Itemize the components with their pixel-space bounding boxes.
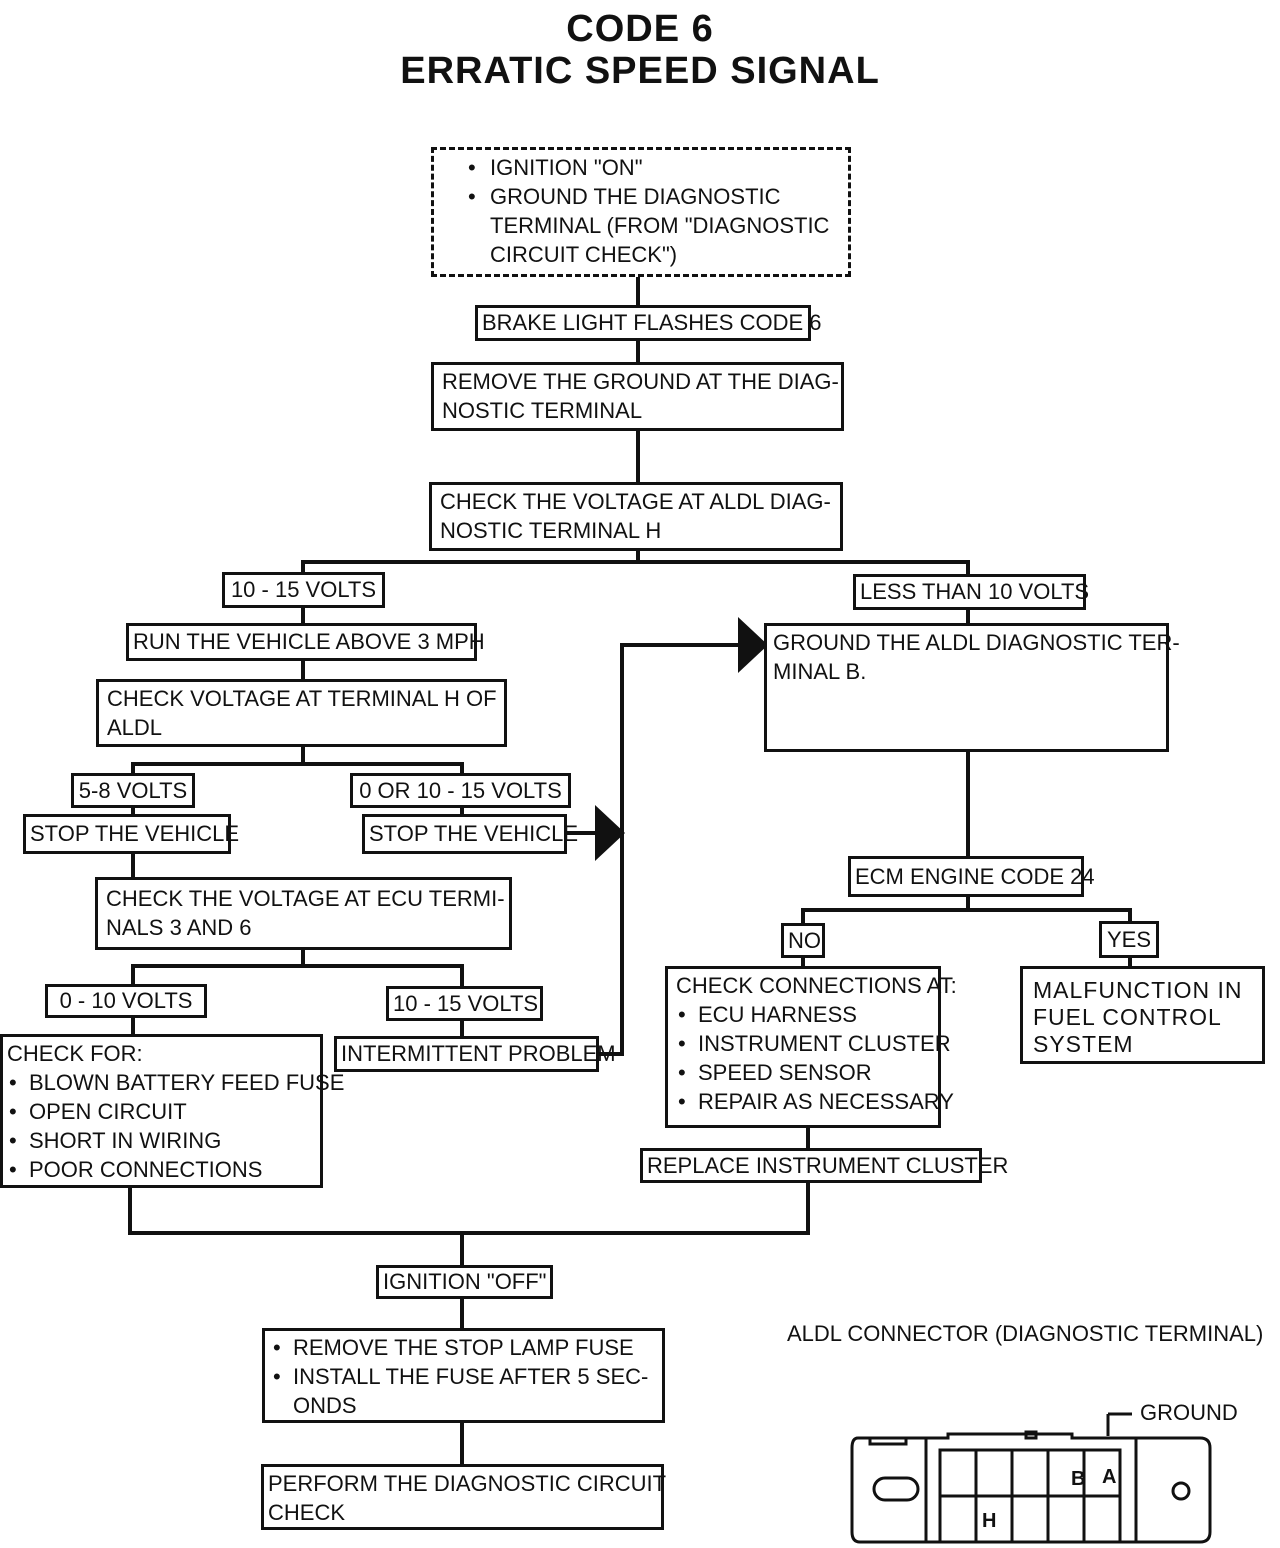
ground-terminal-b-line2: MINAL B. (773, 659, 867, 684)
check-terminal-h-box: CHECK VOLTAGE AT TERMINAL H OF ALDL (96, 679, 507, 747)
volts-10-15-label: 10 - 15 VOLTS (222, 572, 385, 608)
check-for-item: POOR CONNECTIONS (7, 1155, 316, 1184)
run-vehicle-box: RUN THE VEHICLE ABOVE 3 MPH (126, 623, 485, 661)
pin-b-label: B (1071, 1468, 1086, 1490)
remove-ground-line2: NOSTIC TERMINAL (442, 398, 643, 423)
fuse-item-remove: REMOVE THE STOP LAMP FUSE (293, 1335, 634, 1360)
stop-lamp-fuse-box: •REMOVE THE STOP LAMP FUSE •INSTALL THE … (262, 1328, 665, 1423)
check-for-item: OPEN CIRCUIT (7, 1097, 316, 1126)
connector-caption: ALDL CONNECTOR (DIAGNOSTIC TERMINAL) (787, 1321, 1264, 1346)
check-aldl-box: CHECK THE VOLTAGE AT ALDL DIAG- NOSTIC T… (429, 482, 843, 551)
brake-light-box: BRAKE LIGHT FLASHES CODE 6 (475, 305, 821, 341)
ground-label: GROUND (1140, 1400, 1238, 1425)
perform-line2: CHECK (268, 1500, 346, 1525)
fuse-item-install-line1: INSTALL THE FUSE AFTER 5 SEC- (293, 1364, 649, 1389)
malfunction-line3: SYSTEM (1033, 1031, 1134, 1057)
check-terminal-h-line2: ALDL (107, 715, 163, 740)
check-ecu-line2: NALS 3 AND 6 (106, 915, 252, 940)
malfunction-box: MALFUNCTION IN FUEL CONTROL SYSTEM (1020, 966, 1265, 1064)
perform-circuit-check-box: PERFORM THE DIAGNOSTIC CIRCUIT CHECK (261, 1464, 667, 1530)
intermittent-problem-box: INTERMITTENT PROBLEM (334, 1036, 616, 1072)
stop-vehicle-box-left: STOP THE VEHICLE (23, 814, 239, 854)
check-connections-item: INSTRUMENT CLUSTER (676, 1029, 951, 1058)
check-aldl-line1: CHECK THE VOLTAGE AT ALDL DIAG- (440, 489, 831, 514)
precondition-item-ground-line1: GROUND THE DIAGNOSTIC (490, 184, 781, 209)
ignition-off-box: IGNITION "OFF" (376, 1265, 553, 1299)
stop-vehicle-box-right: STOP THE VEHICLE (362, 814, 578, 854)
volts-0-or-10-15-label: 0 OR 10 - 15 VOLTS (350, 773, 571, 808)
page-subtitle: ERRATIC SPEED SIGNAL (400, 50, 880, 92)
check-connections-item: SPEED SENSOR (676, 1058, 930, 1087)
fuse-item-install-line2: ONDS (293, 1393, 357, 1418)
ground-terminal-b-box: GROUND THE ALDL DIAGNOSTIC TER- MINAL B. (764, 623, 1180, 752)
check-ecu-box: CHECK THE VOLTAGE AT ECU TERMI- NALS 3 A… (95, 877, 512, 950)
check-connections-title: CHECK CONNECTIONS AT: (676, 973, 957, 998)
pin-a-label: A (1102, 1466, 1117, 1488)
replace-cluster-box: REPLACE INSTRUMENT CLUSTER (640, 1148, 1008, 1183)
check-terminal-h-line1: CHECK VOLTAGE AT TERMINAL H OF (107, 686, 497, 711)
check-for-item: BLOWN BATTERY FEED FUSE (7, 1068, 344, 1097)
ecm-engine-code-box: ECM ENGINE CODE 24 (848, 856, 1095, 897)
malfunction-line1: MALFUNCTION IN (1033, 977, 1243, 1003)
check-connections-item: ECU HARNESS (676, 1000, 930, 1029)
pin-h-label: H (982, 1510, 997, 1532)
check-for-item: SHORT IN WIRING (7, 1126, 316, 1155)
precondition-box: •IGNITION "ON" •GROUND THE DIAGNOSTIC TE… (431, 147, 851, 277)
precondition-item-ground-line3: CIRCUIT CHECK") (490, 242, 678, 267)
volts-10-15-label-b: 10 - 15 VOLTS (386, 986, 543, 1021)
precondition-item-ground-line2: TERMINAL (FROM "DIAGNOSTIC (490, 213, 830, 238)
check-connections-box: CHECK CONNECTIONS AT: ECU HARNESS INSTRU… (665, 966, 957, 1128)
yes-label: YES (1099, 921, 1159, 958)
volts-0-10-label: 0 - 10 VOLTS (45, 984, 207, 1018)
perform-line1: PERFORM THE DIAGNOSTIC CIRCUIT (268, 1471, 667, 1496)
check-aldl-line2: NOSTIC TERMINAL H (440, 518, 662, 543)
ground-terminal-b-line1: GROUND THE ALDL DIAGNOSTIC TER- (773, 630, 1180, 655)
check-for-list: BLOWN BATTERY FEED FUSE OPEN CIRCUIT SHO… (7, 1068, 344, 1184)
precondition-item-ignition-on: IGNITION "ON" (490, 155, 643, 180)
check-for-title: CHECK FOR: (7, 1041, 143, 1066)
check-connections-list: ECU HARNESS INSTRUMENT CLUSTER SPEED SEN… (676, 1000, 954, 1116)
less-than-10-volts-label: LESS THAN 10 VOLTS (853, 574, 1089, 610)
aldl-connector-diagram (850, 1412, 1212, 1544)
check-for-box: CHECK FOR: BLOWN BATTERY FEED FUSE OPEN … (0, 1034, 344, 1188)
no-label: NO (781, 923, 825, 958)
page-title: CODE 6 (566, 8, 714, 50)
volts-5-8-label: 5-8 VOLTS (71, 773, 195, 808)
check-ecu-line1: CHECK THE VOLTAGE AT ECU TERMI- (106, 886, 505, 911)
malfunction-line2: FUEL CONTROL (1033, 1004, 1222, 1030)
remove-ground-box: REMOVE THE GROUND AT THE DIAG- NOSTIC TE… (431, 362, 844, 431)
check-connections-item: REPAIR AS NECESSARY (676, 1087, 954, 1116)
remove-ground-line1: REMOVE THE GROUND AT THE DIAG- (442, 369, 839, 394)
